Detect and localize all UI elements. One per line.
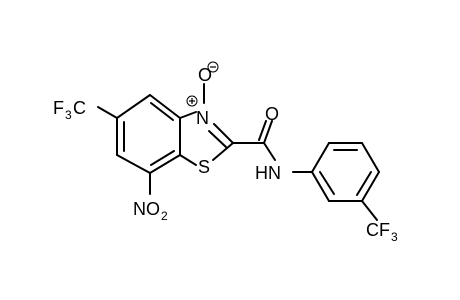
bond-ph4-ph5-inner [356, 171, 372, 196]
negative-charge-icon [207, 61, 219, 73]
bond-c3a-c4 [149, 94, 181, 119]
bond-ph5-cf3 [361, 200, 378, 221]
bond-c7-c7a-inner [150, 150, 175, 166]
atom-s-ring: S [198, 157, 210, 177]
bond-c3a-c4-inner [150, 102, 174, 121]
label-cf3-right: CF 3 [366, 220, 398, 244]
bond-ph6-ph1 [311, 171, 330, 202]
cf3-right-main: CF [366, 220, 390, 240]
bond-c5-cf3 [97, 106, 118, 119]
bond-carbonyl-o-a [263, 120, 273, 144]
atom-n-oxide: N [196, 108, 209, 128]
bond-c3a-n3 [179, 111, 197, 119]
cf3-left-f: F [53, 98, 64, 118]
bond-n3-c2-inner [208, 130, 227, 148]
label-cf3-left: F 3 C [53, 98, 86, 122]
bond-c7-c7a [149, 154, 181, 174]
label-no2: NO 2 [133, 199, 168, 223]
cf3-left-c: C [73, 98, 86, 118]
bond-carbonyl-o-b [258, 120, 267, 141]
phenyl-ring-bonds [311, 142, 380, 202]
atom-o-carbonyl: O [265, 104, 279, 124]
no2-main: NO [133, 199, 160, 219]
bond-ph1-ph2 [311, 142, 330, 173]
atom-nh-amide: HN [255, 163, 281, 183]
bond-ph3-ph4 [361, 142, 380, 173]
benzo-ring-bonds [116, 94, 181, 174]
bond-ph6-ph1-inner [319, 171, 335, 195]
cf3-left-subscript: 3 [65, 108, 72, 122]
cf3-right-subscript: 3 [391, 230, 398, 244]
no2-subscript: 2 [161, 209, 168, 223]
bond-carbonyl-nh [263, 142, 276, 161]
bond-c2-s1 [212, 142, 234, 161]
bond-c6-c7 [116, 154, 151, 174]
positive-charge-icon [186, 95, 198, 107]
bond-ph4-ph5 [361, 171, 380, 202]
bond-n3-c2 [213, 123, 234, 144]
thiazole-ring-bonds [179, 111, 234, 166]
bond-c4-c5 [116, 94, 151, 119]
bond-s1-c7a [179, 154, 197, 166]
carboxamide-bonds [232, 120, 313, 173]
atom-o-oxide: O [198, 65, 212, 85]
